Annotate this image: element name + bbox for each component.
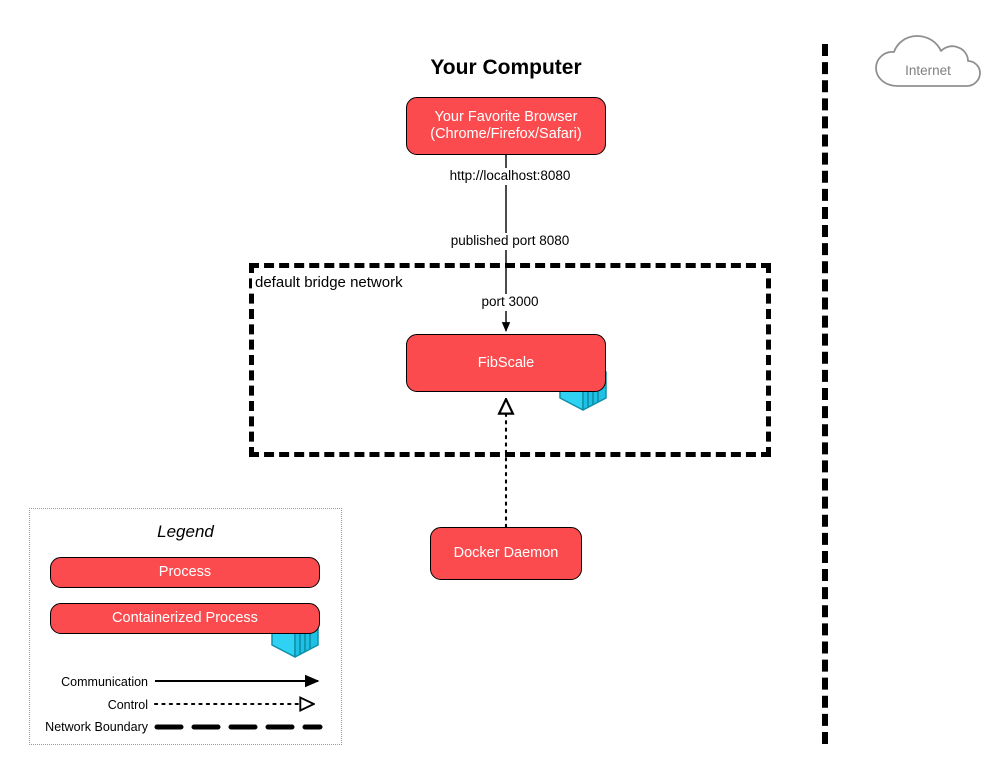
legend-title: Legend [157, 522, 214, 541]
legend-process-label: Process [158, 564, 212, 580]
internet-boundary-line [822, 44, 828, 744]
node-browser-line1: Your Favorite Browser [434, 109, 578, 125]
edge-label-browser-url: http://localhost:8080 [406, 168, 614, 183]
legend-row-control-label: Control [107, 698, 148, 712]
node-browser-line2: (Chrome/Firefox/Safari) [430, 126, 582, 142]
legend-containerized-process-label: Containerized Process [112, 610, 258, 626]
legend-row-communication-label: Communication [61, 675, 148, 689]
edge-label-published-port: published port 8080 [406, 233, 614, 248]
legend-panel [29, 508, 342, 745]
legend-process-box: Process [50, 557, 320, 588]
legend-row-network-boundary-label: Network Boundary [45, 720, 148, 734]
node-docker-daemon-label: Docker Daemon [453, 545, 559, 561]
network-boundary-bridge [249, 263, 771, 457]
legend-containerized-process-box: Containerized Process [50, 603, 320, 634]
cloud-icon [875, 35, 981, 87]
internet-label: Internet [905, 63, 951, 78]
node-browser[interactable]: Your Favorite Browser (Chrome/Firefox/Sa… [406, 97, 606, 155]
node-fibscale-label: FibScale [477, 354, 535, 371]
page-title: Your Computer [430, 56, 582, 79]
node-fibscale[interactable]: FibScale [406, 334, 606, 392]
node-docker-daemon[interactable]: Docker Daemon [430, 527, 582, 580]
edge-label-container-port: port 3000 [406, 294, 614, 309]
network-label: default bridge network [252, 274, 405, 291]
